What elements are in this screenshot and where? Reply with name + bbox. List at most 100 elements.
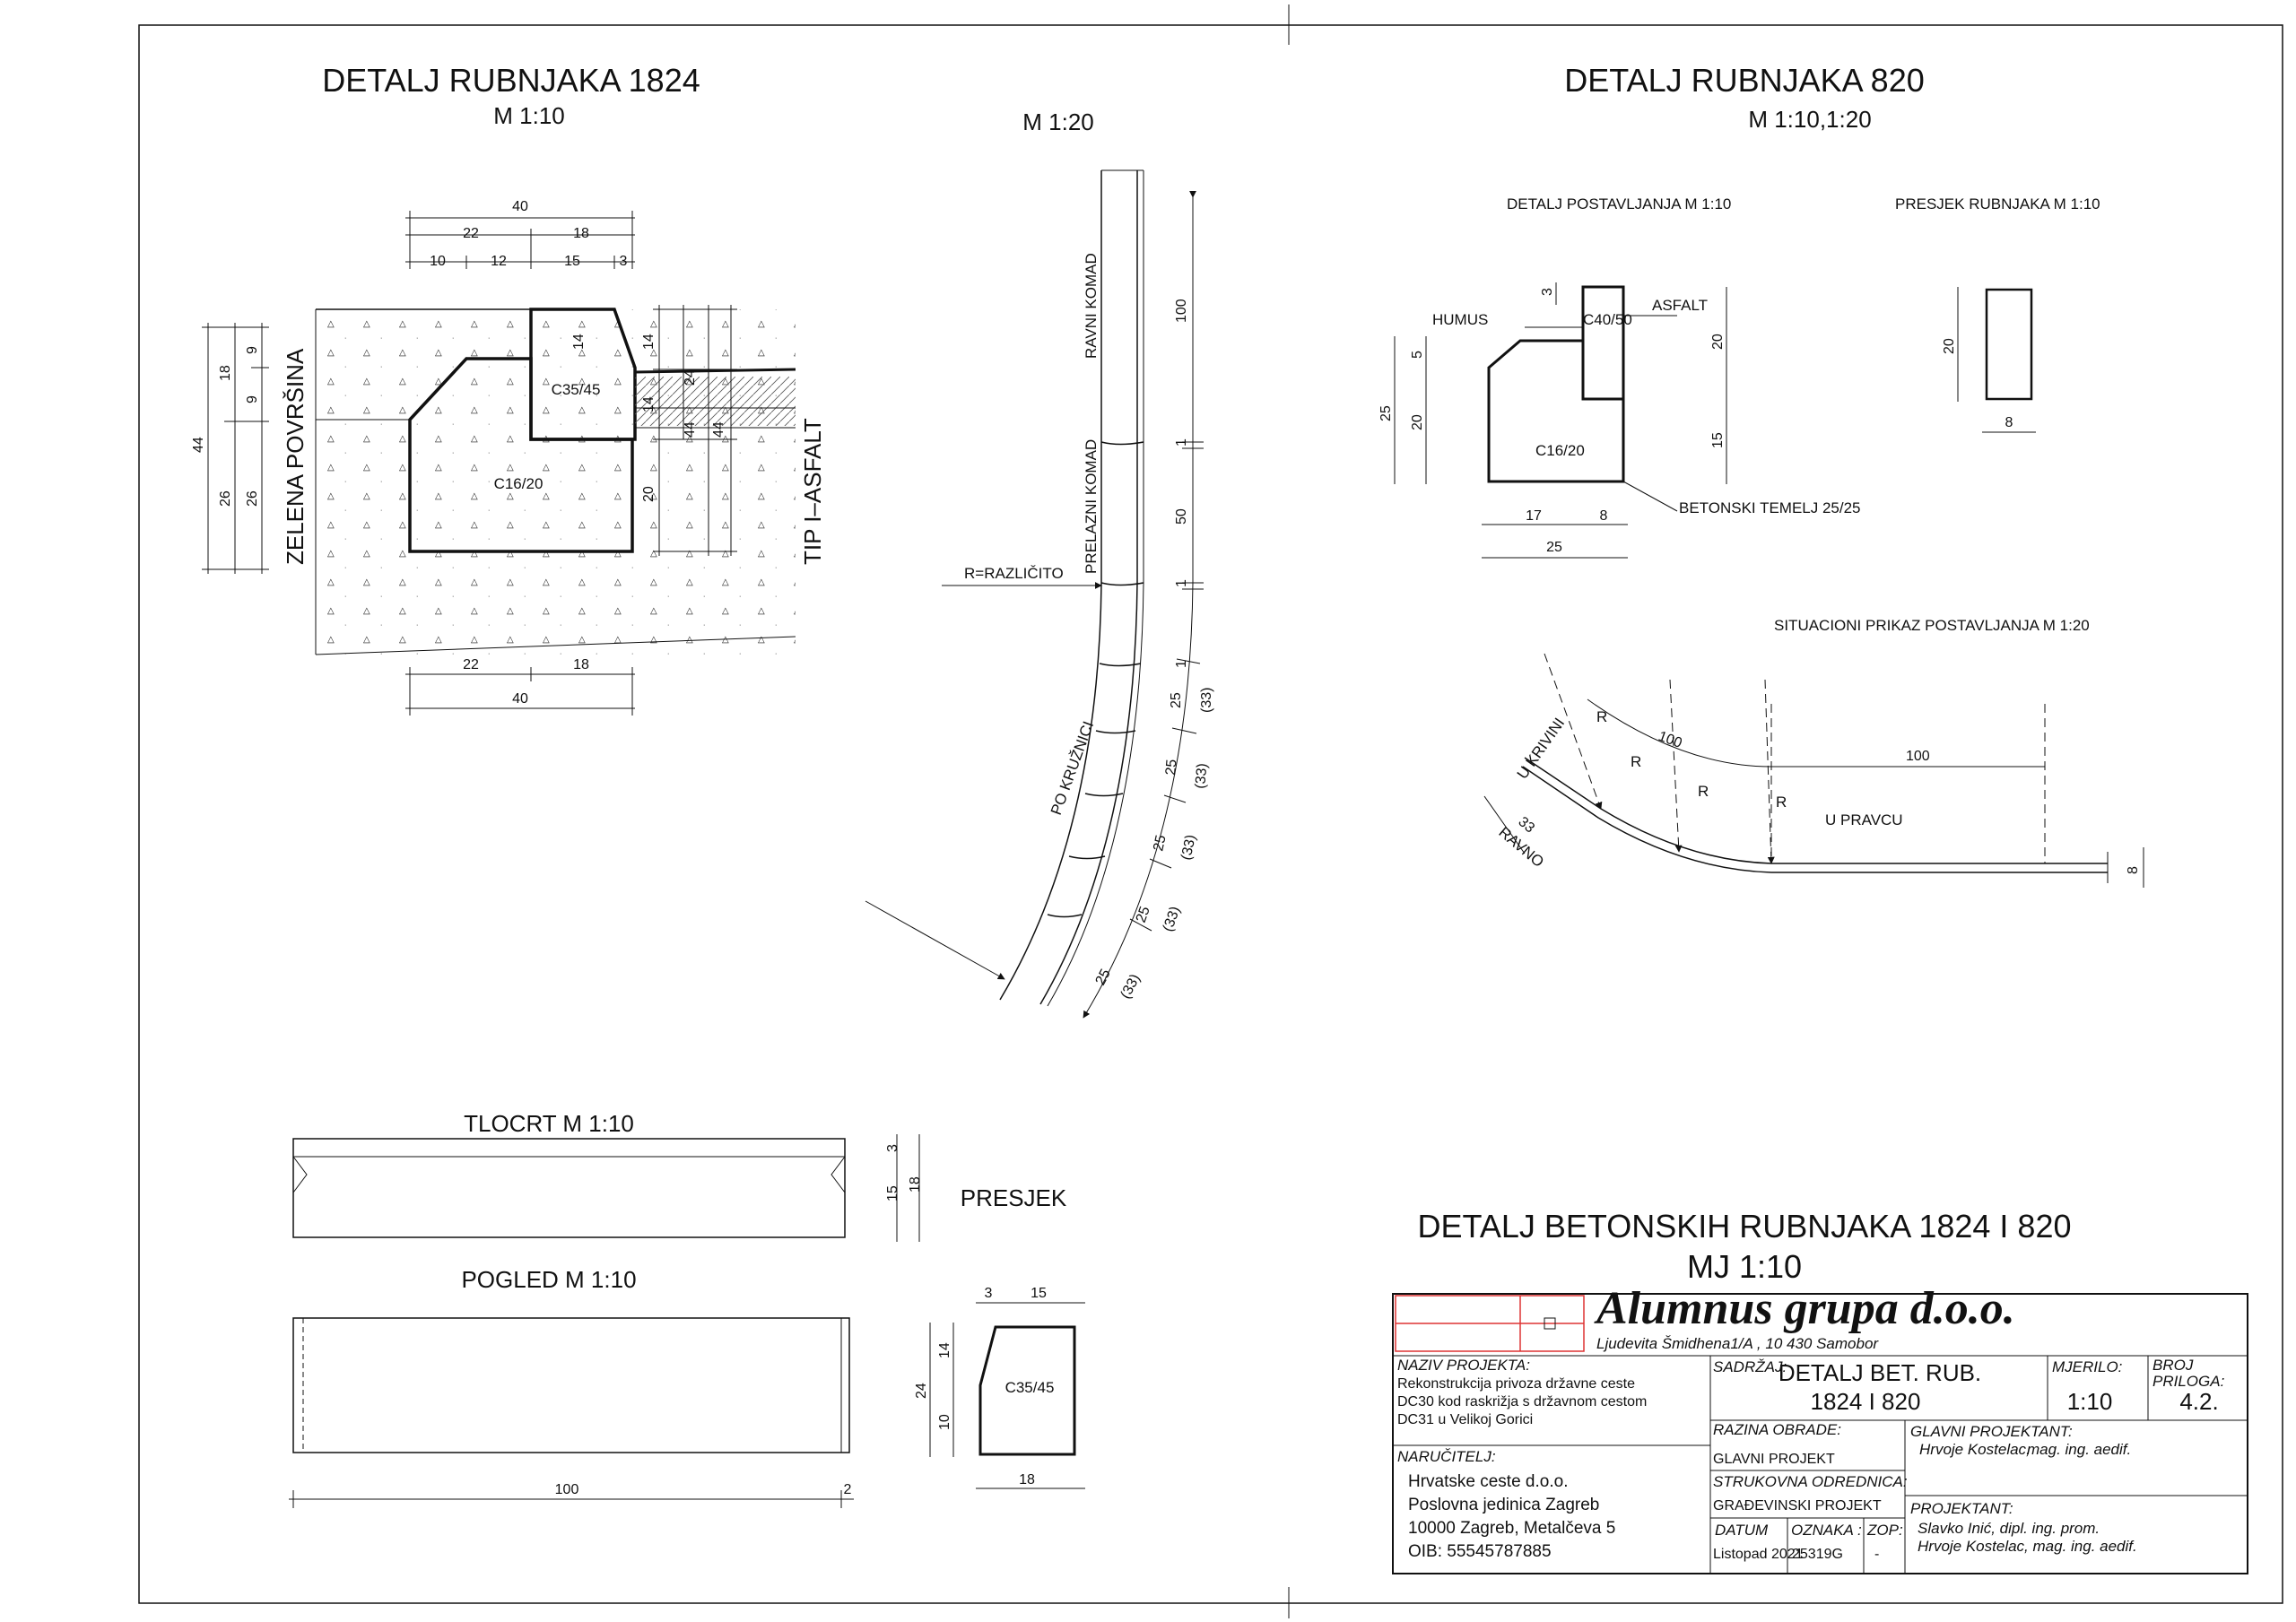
main-scale: MJ 1:10: [1687, 1248, 1802, 1285]
dim-14-profile: 14: [937, 1342, 952, 1358]
date-label: DATUM: [1715, 1522, 1769, 1539]
c40-label: C40/50: [1583, 311, 1632, 328]
dim-20-right: 20: [641, 486, 657, 502]
zop-label: ZOP:: [1866, 1522, 1903, 1539]
dim-9-left-b: 9: [245, 395, 260, 403]
main-title: DETALJ BETONSKIH RUBNJAKA 1824 I 820: [1418, 1208, 2072, 1245]
c35-profile-label: C35/45: [1005, 1379, 1055, 1396]
c16-820-label: C16/20: [1535, 442, 1585, 459]
project-label: NAZIV PROJEKTA:: [1397, 1357, 1530, 1374]
scale-value: 1:10: [2067, 1388, 2113, 1415]
side-view-label: POGLED M 1:10: [461, 1266, 636, 1293]
client-line-3: 10000 Zagreb, Metalčeva 5: [1408, 1519, 1615, 1538]
radius-label: R=RAZLIČITO: [964, 565, 1064, 582]
chief-title: mag. ing. aedif.: [2027, 1441, 2131, 1458]
dim-15-820: 15: [1710, 432, 1726, 448]
dim-25-curve-c: 25: [1151, 834, 1169, 853]
dim-25-820-h: 25: [1546, 540, 1562, 555]
right-scale: M 1:10,1:20: [1748, 106, 1871, 133]
dim-1-curve-a: 1: [1174, 438, 1189, 447]
curb-1824-profile: C35/45 3 15 18 24 14 10: [914, 1286, 1085, 1489]
dim-15-profile: 15: [1031, 1286, 1047, 1301]
transition-piece-label: PRELAZNI KOMAD: [1083, 439, 1100, 574]
dim-18-profile: 18: [1019, 1472, 1035, 1488]
dim-15-plan: 15: [885, 1185, 900, 1201]
asfalt-label: ASFALT: [1652, 297, 1708, 314]
in-straight-label: U PRAVCU: [1825, 811, 1903, 828]
dim-33-curve-c: (33): [1178, 833, 1199, 861]
scale-label: MJERILO:: [2052, 1358, 2123, 1375]
dim-3-plan: 3: [885, 1144, 900, 1152]
c16-label: C16/20: [494, 475, 544, 492]
dim-18-top: 18: [573, 226, 589, 241]
dim-3-820: 3: [1540, 288, 1555, 296]
dim-12: 12: [491, 254, 507, 269]
plan-view: 3 15 18: [292, 1134, 923, 1242]
section-label: PRESJEK: [961, 1184, 1067, 1211]
left-title: DETALJ RUBNJAKA 1824: [322, 62, 700, 99]
curb-820-detail: C40/50 C16/20 HUMUS ASFALT BETONSKI TEME…: [1378, 282, 1861, 559]
dim-24-right: 24: [683, 369, 698, 386]
dim-44-left: 44: [191, 437, 206, 453]
curve-scale: M 1:20: [1022, 108, 1094, 135]
dim-25-curve-e: 25: [1093, 967, 1114, 988]
annex-value: 4.2.: [2179, 1388, 2218, 1415]
right-title: DETALJ RUBNJAKA 820: [1564, 62, 1924, 99]
right-dimensions: [653, 305, 737, 556]
in-curve-label: U KRIVINI: [1514, 715, 1569, 782]
level-value: GLAVNI PROJEKT: [1713, 1452, 1835, 1467]
radius-r-2: R: [1631, 753, 1641, 770]
dim-33-curve-b: (33): [1193, 763, 1210, 790]
detail-setting-label: DETALJ POSTAVLJANJA M 1:10: [1507, 195, 1731, 213]
designer-label: PROJEKTANT:: [1910, 1500, 2013, 1517]
client-label: NARUČITELJ:: [1397, 1448, 1496, 1465]
dim-8-820: 8: [1600, 508, 1608, 524]
designer-1: Slavko Inić, dipl. ing. prom.: [1918, 1520, 2100, 1537]
dim-44-right-a: 44: [683, 421, 698, 438]
dim-33-curve-a: (33): [1199, 688, 1214, 713]
dim-2-side: 2: [844, 1482, 852, 1497]
chief-name: Hrvoje Kostelac,: [1919, 1441, 2031, 1458]
dim-20-820-a: 20: [1410, 414, 1425, 430]
dim-18-plan: 18: [908, 1176, 923, 1193]
radius-r-1: R: [1596, 708, 1607, 725]
dim-15: 15: [564, 254, 580, 269]
dim-20-820-b: 20: [1710, 334, 1726, 350]
dim-25-820-v: 25: [1378, 405, 1394, 421]
left-scale: M 1:10: [493, 102, 565, 129]
dim-3: 3: [620, 254, 628, 269]
dim-1-curve-c: 1: [1174, 660, 1189, 668]
plan-view-label: TLOCRT M 1:10: [464, 1110, 634, 1137]
c35-label: C35/45: [552, 381, 601, 398]
left-dimensions: [202, 323, 269, 574]
dim-3-profile: 3: [985, 1286, 993, 1301]
dim-100-curve: 100: [1174, 299, 1189, 323]
top-dimensions: [405, 211, 635, 716]
dim-24-profile: 24: [914, 1383, 929, 1399]
site-view-label: SITUACIONI PRIKAZ POSTAVLJANJA M 1:20: [1774, 617, 2090, 634]
curb-1824-section: C35/45 C16/20 ZELENA POVRŠINA TIP I–ASFA…: [282, 308, 826, 655]
dim-100-side: 100: [555, 1482, 579, 1497]
dim-22-top: 22: [463, 226, 479, 241]
dim-14-inner: 14: [571, 334, 587, 350]
dim-33-curve-e: (33): [1118, 972, 1144, 1002]
dim-100-straight-site: 100: [1906, 749, 1930, 764]
side-view: 100 2: [289, 1317, 854, 1508]
content-line-2: 1824 I 820: [1811, 1388, 1921, 1415]
asphalt-label: TIP I–ASFALT: [799, 418, 826, 565]
dim-14-right-a: 14: [641, 334, 657, 350]
title-block: Alumnus grupa d.o.o. Ljudevita Šmidhena1…: [1392, 1283, 2248, 1574]
discipline-label: STRUKOVNA ODREDNICA:: [1713, 1473, 1908, 1490]
annex-label-1: BROJ: [2152, 1357, 2194, 1374]
radius-r-4: R: [1776, 794, 1787, 811]
date-value: Listopad 2021: [1713, 1547, 1804, 1562]
dim-100-curve-site: 100: [1657, 729, 1684, 751]
designer-2: Hrvoje Kostelac, mag. ing. aedif.: [1918, 1538, 2137, 1555]
site-plan: 100 100 U KRIVINI U PRAVCU RAVNO 33 R R …: [1483, 653, 2144, 888]
dim-22-bottom: 22: [463, 657, 479, 672]
dim-33-curve-d: (33): [1161, 905, 1184, 934]
dim-17-820: 17: [1526, 508, 1542, 524]
dim-25-curve-b: 25: [1163, 759, 1179, 776]
foundation-label: BETONSKI TEMELJ 25/25: [1679, 499, 1861, 516]
